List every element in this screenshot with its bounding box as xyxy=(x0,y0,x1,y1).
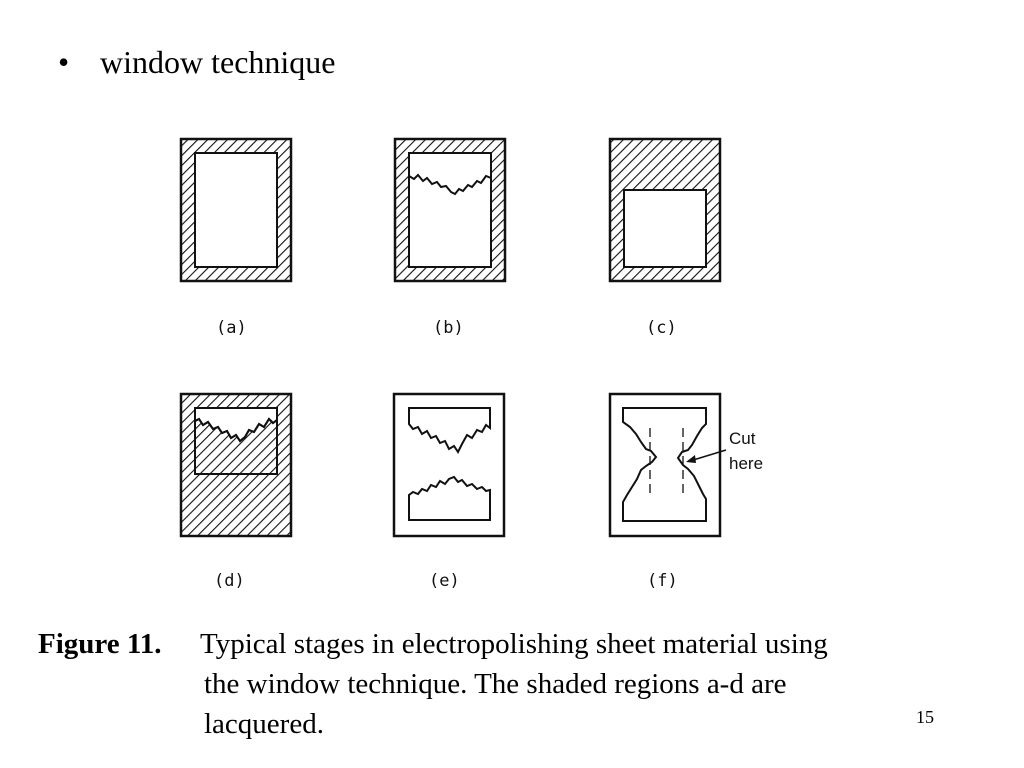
page-number: 15 xyxy=(916,707,934,727)
caption-body: Typical stages in electropolishing sheet… xyxy=(38,624,958,744)
panel-d-window-bottom xyxy=(194,407,278,475)
cut-here-label-line2: here xyxy=(729,454,763,473)
panel-e xyxy=(392,392,506,538)
panel-label-f: (f) xyxy=(647,571,678,591)
arrow-head-icon xyxy=(686,455,696,463)
panel-label-b: (b) xyxy=(433,318,464,338)
panel-b xyxy=(393,137,507,283)
panel-label-a: (a) xyxy=(216,318,247,338)
panel-a xyxy=(179,137,293,283)
cut-here-label-line1: Cut xyxy=(729,429,756,448)
panel-b-jagged-edge xyxy=(408,173,492,196)
panel-f xyxy=(608,392,727,538)
panel-c-window xyxy=(623,189,707,268)
panel-d-jagged-edge xyxy=(194,417,278,443)
panel-d xyxy=(179,392,293,538)
panel-label-c: (c) xyxy=(646,318,677,338)
panel-b-window xyxy=(408,152,492,268)
bullet-item: • window technique xyxy=(58,42,336,82)
panel-a-window xyxy=(194,152,278,268)
bullet-text: window technique xyxy=(100,44,336,80)
panel-label-d: (d) xyxy=(214,571,245,591)
caption-line-2: the window technique. The shaded regions… xyxy=(204,668,787,700)
panel-e-bottom-piece xyxy=(408,475,491,521)
panel-e-top-piece xyxy=(408,407,491,454)
caption-line-3: lacquered. xyxy=(204,708,324,740)
caption-line-1: Typical stages in electropolishing sheet… xyxy=(200,628,828,660)
bullet-marker: • xyxy=(58,44,70,80)
panel-f-specimen xyxy=(622,407,707,522)
figure-caption: Figure 11. Typical stages in electropoli… xyxy=(38,624,958,744)
panel-f-arrow-shaft xyxy=(689,449,727,462)
panel-c xyxy=(608,137,722,283)
panel-label-e: (e) xyxy=(429,571,460,591)
caption-label: Figure 11. xyxy=(38,628,162,660)
